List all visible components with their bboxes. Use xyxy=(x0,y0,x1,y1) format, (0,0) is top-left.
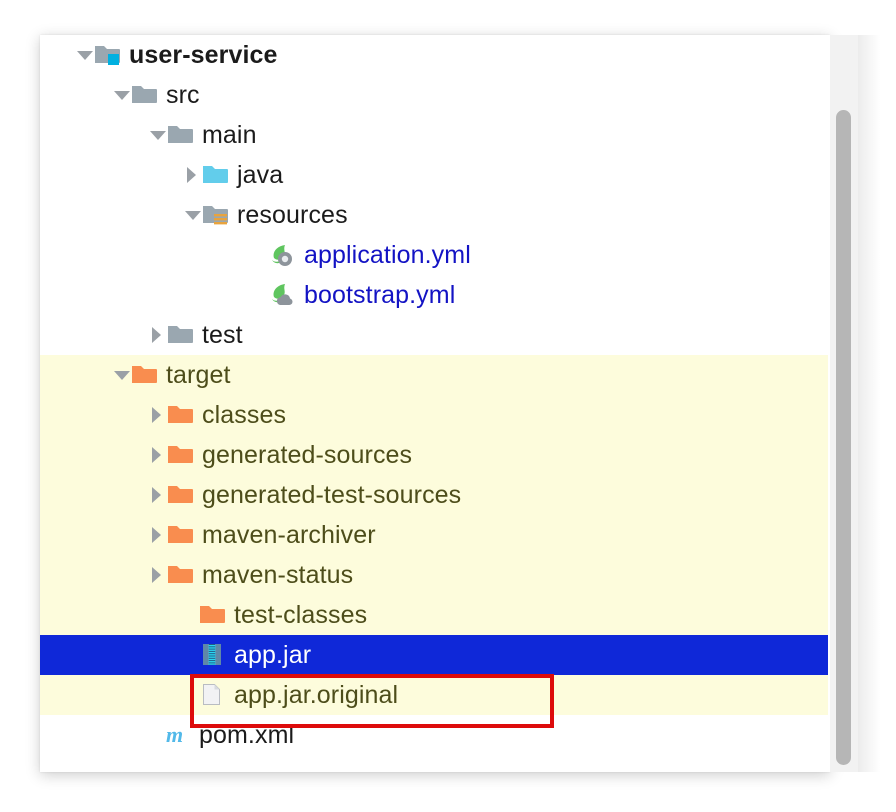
twisty-spacer xyxy=(143,715,165,755)
twisty-spacer xyxy=(178,635,200,675)
tree-row-label: app.jar.original xyxy=(234,681,399,709)
folder-orange-icon xyxy=(200,603,226,627)
spring-config-icon xyxy=(270,243,296,267)
tree-row[interactable]: test-classes xyxy=(40,595,828,635)
twisty-spacer xyxy=(178,675,200,715)
tree-row-label: classes xyxy=(202,401,287,429)
tree-row-label: main xyxy=(202,121,257,149)
tree-row-label: user-service xyxy=(129,41,278,69)
collapse-arrow-icon[interactable] xyxy=(181,195,203,235)
tree-row-label: maven-status xyxy=(202,561,354,589)
tree-row[interactable]: app.jar xyxy=(40,635,828,675)
folder-resources-icon xyxy=(203,203,229,227)
tree-row[interactable]: generated-test-sources xyxy=(40,475,828,515)
tree-row[interactable]: bootstrap.yml xyxy=(40,275,828,315)
collapse-arrow-icon[interactable] xyxy=(146,115,168,155)
tree-row[interactable]: src xyxy=(40,75,828,115)
tree-row-label: test xyxy=(202,321,243,349)
folder-orange-icon xyxy=(168,563,194,587)
folder-orange-icon xyxy=(168,403,194,427)
jar-archive-icon xyxy=(200,643,226,667)
folder-orange-icon xyxy=(168,443,194,467)
expand-arrow-icon[interactable] xyxy=(146,435,168,475)
expand-arrow-icon[interactable] xyxy=(146,475,168,515)
expand-arrow-icon[interactable] xyxy=(146,395,168,435)
tree-row-label: pom.xml xyxy=(199,721,295,749)
tree-row-label: generated-sources xyxy=(202,441,413,469)
panel-right-shadow xyxy=(858,35,880,772)
folder-orange-icon xyxy=(168,483,194,507)
tree-row[interactable]: generated-sources xyxy=(40,435,828,475)
folder-source-icon xyxy=(203,163,229,187)
collapse-arrow-icon[interactable] xyxy=(110,355,132,395)
maven-pom-icon: m xyxy=(165,723,191,747)
tree-row-label: application.yml xyxy=(304,241,471,269)
spring-cloud-icon xyxy=(270,283,296,307)
tree-row[interactable]: classes xyxy=(40,395,828,435)
expand-arrow-icon[interactable] xyxy=(146,555,168,595)
folder-gray-icon xyxy=(168,123,194,147)
tree-row[interactable]: app.jar.original xyxy=(40,675,828,715)
svg-text:m: m xyxy=(166,723,183,746)
tree-row-label: src xyxy=(166,81,200,109)
tree-row-label: target xyxy=(166,361,231,389)
tree-row[interactable]: user-service xyxy=(40,35,828,75)
collapse-arrow-icon[interactable] xyxy=(73,35,95,75)
module-folder-icon xyxy=(95,43,121,67)
tree-row-label: test-classes xyxy=(234,601,368,629)
folder-orange-icon xyxy=(132,363,158,387)
twisty-spacer xyxy=(178,595,200,635)
vertical-scrollbar-thumb[interactable] xyxy=(836,110,851,765)
tree-row-label: maven-archiver xyxy=(202,521,376,549)
tree-row[interactable]: java xyxy=(40,155,828,195)
tree-row[interactable]: resources xyxy=(40,195,828,235)
folder-gray-icon xyxy=(132,83,158,107)
tree-row[interactable]: m pom.xml xyxy=(40,715,828,755)
twisty-spacer xyxy=(248,235,270,275)
tree-row[interactable]: test xyxy=(40,315,828,355)
collapse-arrow-icon[interactable] xyxy=(110,75,132,115)
expand-arrow-icon[interactable] xyxy=(146,315,168,355)
folder-orange-icon xyxy=(168,523,194,547)
twisty-spacer xyxy=(248,275,270,315)
file-blank-icon xyxy=(200,683,226,707)
tree-row-label: bootstrap.yml xyxy=(304,281,456,309)
expand-arrow-icon[interactable] xyxy=(146,515,168,555)
tree-row-label: generated-test-sources xyxy=(202,481,462,509)
tree-row[interactable]: main xyxy=(40,115,828,155)
folder-gray-icon xyxy=(168,323,194,347)
expand-arrow-icon[interactable] xyxy=(181,155,203,195)
tree-row[interactable]: maven-archiver xyxy=(40,515,828,555)
tree-row-label: java xyxy=(237,161,284,189)
tree-row[interactable]: maven-status xyxy=(40,555,828,595)
tree-row[interactable]: application.yml xyxy=(40,235,828,275)
tree-row[interactable]: target xyxy=(40,355,828,395)
tree-row-label: resources xyxy=(237,201,348,229)
tree-row-label: app.jar xyxy=(234,641,312,669)
